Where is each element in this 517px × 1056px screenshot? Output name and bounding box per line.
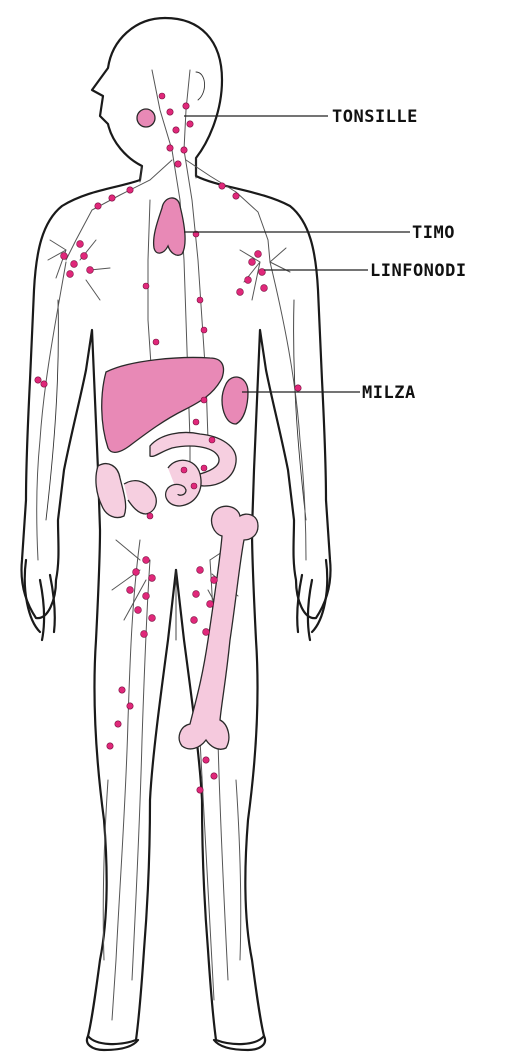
left-hand [25,560,55,640]
lymph-node [143,283,149,289]
intestine-bend [124,481,156,514]
lymph-node [191,617,198,624]
lymph-node [167,109,173,115]
left-foot [87,1036,138,1050]
lymph-node [201,465,207,471]
lymph-node [41,381,47,387]
lymph-node [159,93,165,99]
lymph-node [141,631,148,638]
lymph-node [203,757,209,763]
lymph-node [201,327,207,333]
lymph-node [175,161,181,167]
lymph-node [35,377,41,383]
lymph-node [127,187,133,193]
lymph-node [81,253,88,260]
lymph-node [197,297,203,303]
lymph-node [107,743,113,749]
lymph-node [295,385,301,391]
right-foot [214,1036,265,1050]
lymph-node [143,593,150,600]
lymph-node [71,261,78,268]
lymph-node [245,277,252,284]
lymph-node [197,787,203,793]
lymph-node [147,513,153,519]
lymph-node [109,195,115,201]
lymph-node [203,629,210,636]
lymph-node [237,289,244,296]
lymph-node [87,267,94,274]
thymus-shape [154,198,185,255]
lymph-nodes-label: LINFONODI [370,261,467,281]
lymph-node [183,103,189,109]
leader-lines [184,116,410,392]
lymph-node [197,567,204,574]
lymph-node [181,467,187,473]
tonsils-label: TONSILLE [332,107,418,127]
tonsil-shape [137,109,155,127]
lymph-node [115,721,121,727]
lymph-node [181,147,187,153]
lymph-node [207,601,214,608]
lymph-node [133,569,140,576]
lymph-node [211,577,218,584]
lymph-node [191,483,197,489]
lymph-node [61,253,68,260]
head-outline [22,18,176,1044]
lymph-node [187,121,193,127]
lymph-node [233,193,239,199]
lymph-node [153,339,159,345]
lymph-node [127,587,134,594]
lymph-node [173,127,179,133]
lymph-node [193,591,200,598]
lymph-node [119,687,125,693]
thymus-label: TIMO [412,223,455,243]
lymph-node [149,615,156,622]
organs [96,109,258,749]
lymph-node [201,397,207,403]
lymph-node [135,607,142,614]
lymph-node [261,285,268,292]
lymph-node [209,437,215,443]
lymph-node [149,575,156,582]
lymph-node [193,419,199,425]
right-hand [297,560,327,640]
left-arm-inner [46,300,58,520]
spleen-shape [222,377,248,424]
lymph-node [167,145,173,151]
lymph-node [249,259,256,266]
femur-shape [179,506,258,749]
lymph-node [67,271,74,278]
labels: TONSILLE TIMO LINFONODI MILZA [332,107,467,403]
lymph-node [211,773,217,779]
lymph-node [143,557,150,564]
spleen-label: MILZA [362,383,416,403]
ear [196,72,205,100]
lymph-node [127,703,133,709]
lymph-node [219,183,225,189]
lymph-node [95,203,101,209]
lymph-node [255,251,262,258]
lymph-node [77,241,84,248]
